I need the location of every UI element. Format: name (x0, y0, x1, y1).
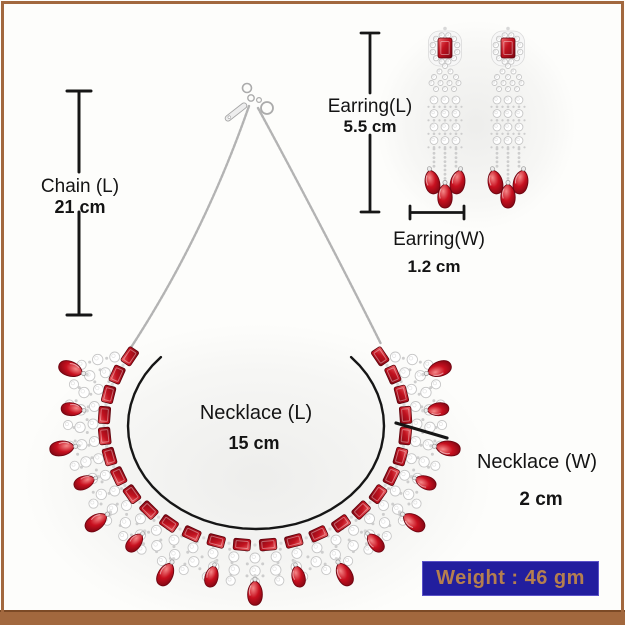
necklace-width-measure (394, 421, 449, 440)
chain-length-measure (65, 89, 93, 317)
earring-length-measure (359, 31, 381, 214)
chain-length-value: 21 cm (54, 197, 106, 217)
frame-bottom-band (0, 610, 625, 625)
earring-length-value: 5.5 cm (343, 117, 397, 136)
necklace-length-value: 15 cm (228, 433, 280, 453)
earring-width-label: Earring(W) (393, 229, 485, 250)
necklace-length-measure-arc (126, 355, 386, 531)
weight-label: Weight : 46 gm (436, 567, 585, 589)
earring-length-label: Earring(L) (327, 96, 413, 117)
measurement-marks (65, 31, 466, 531)
necklace-length-label: Necklace (L) (199, 402, 313, 424)
earring-width-value: 1.2 cm (407, 257, 461, 276)
earring (487, 26, 529, 209)
necklace-width-label: Necklace (W) (476, 451, 598, 473)
necklace-chain-graphic (126, 82, 383, 354)
earrings-graphic (424, 26, 529, 209)
earring-width-measure (408, 204, 466, 221)
chain-length-label: Chain (L) (40, 176, 120, 197)
necklace-width-value: 2 cm (519, 489, 563, 510)
earring (424, 26, 466, 209)
necklace-graphic (49, 346, 461, 606)
weight-badge: Weight : 46 gm (422, 561, 599, 596)
